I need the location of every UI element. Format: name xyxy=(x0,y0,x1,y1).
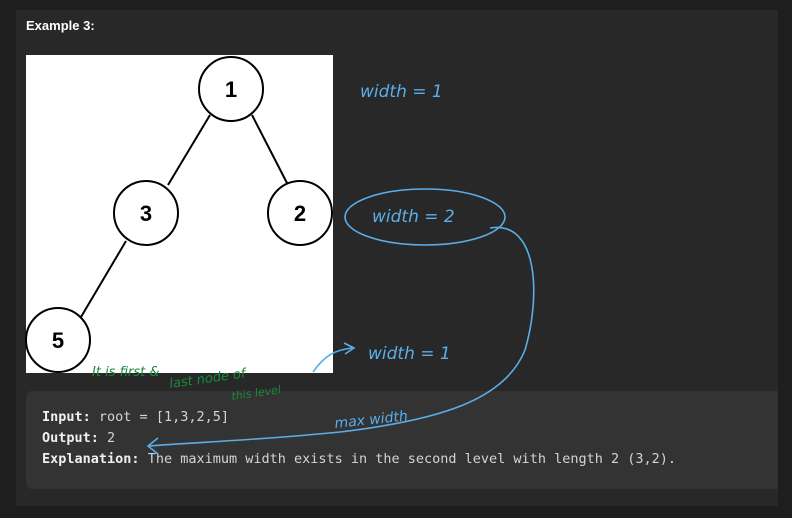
node-label: 5 xyxy=(52,328,64,353)
edge-1-2 xyxy=(251,114,289,186)
output-value: 2 xyxy=(107,430,116,446)
tree-diagram: 1 3 2 5 xyxy=(25,55,333,373)
input-value: root = [1,3,2,5] xyxy=(98,409,229,425)
node-label: 1 xyxy=(225,77,237,102)
section-title: Example 3: xyxy=(26,18,95,33)
explanation-label: Explanation: xyxy=(42,451,140,467)
tree-node-1 xyxy=(198,56,264,122)
edge-1-3 xyxy=(167,114,211,186)
node-label: 3 xyxy=(140,201,152,226)
tree-node-5 xyxy=(25,307,91,373)
explanation-value: The maximum width exists in the second l… xyxy=(147,451,676,467)
input-label: Input: xyxy=(42,409,91,425)
example-code-block: Input: root = [1,3,2,5] Output: 2 Explan… xyxy=(26,391,778,489)
node-label: 2 xyxy=(294,201,306,226)
output-label: Output: xyxy=(42,430,99,446)
tree-svg: 1 3 2 5 xyxy=(25,56,333,373)
edge-3-5 xyxy=(80,240,127,318)
